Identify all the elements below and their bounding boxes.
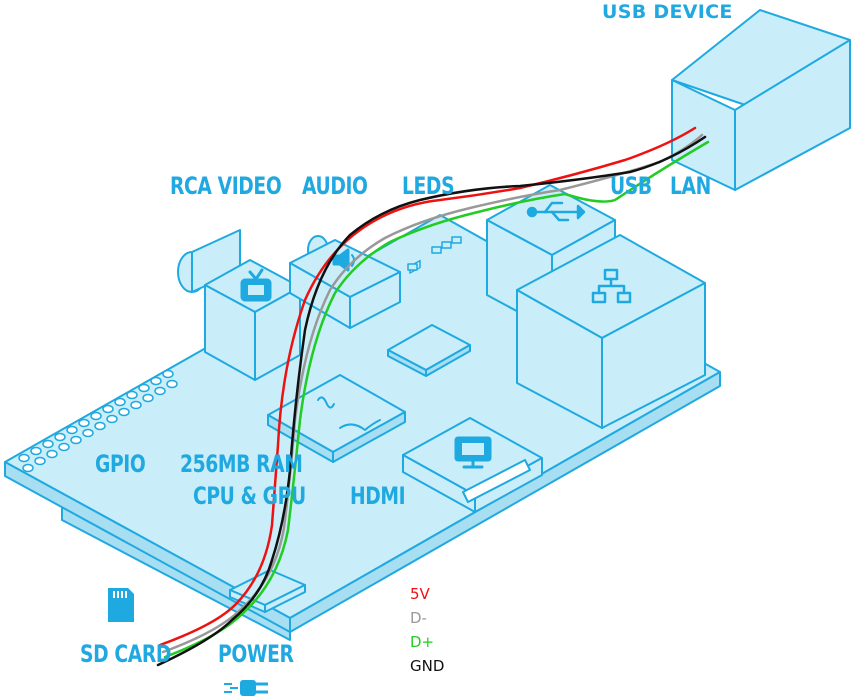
power-connector — [229, 569, 306, 613]
gpio-header — [18, 369, 178, 473]
usb-device-label: USB DEVICE — [602, 1, 733, 23]
lan-label: LAN — [670, 172, 711, 200]
wire-legend: 5V D- D+ GND — [410, 582, 444, 678]
sd-card-label: SD CARD — [80, 640, 171, 668]
broadcom-logo — [317, 396, 381, 431]
legend-item-5v: 5V — [410, 585, 430, 603]
usb-cable-wires — [156, 126, 710, 667]
broadcom-soc — [267, 374, 406, 463]
usb-label: USB — [610, 172, 652, 200]
network-icon — [591, 268, 632, 304]
usb-icon — [526, 201, 586, 222]
legend-item-d-minus: D- — [410, 609, 427, 627]
tv-icon — [240, 268, 272, 302]
ram-label: 256MB RAM — [180, 450, 303, 478]
status-leds — [407, 236, 462, 274]
power-label: POWER — [218, 640, 294, 668]
hdmi-label: HDMI — [350, 482, 406, 510]
rca-video-connector — [177, 229, 301, 381]
monitor-icon — [454, 436, 492, 469]
usb-device-box — [671, 9, 851, 191]
leds-label: LEDS — [402, 172, 455, 200]
rca-video-label: RCA VIDEO — [170, 172, 282, 200]
lan-chip — [387, 324, 471, 377]
sd-card-icon — [108, 588, 134, 622]
legend-item-d-plus: D+ — [410, 633, 435, 651]
power-plug-icon — [224, 680, 268, 696]
gpio-label: GPIO — [95, 450, 146, 478]
cpu-gpu-label: CPU & GPU — [193, 482, 306, 510]
audio-label: AUDIO — [302, 172, 368, 200]
legend-item-gnd: GND — [410, 657, 445, 675]
